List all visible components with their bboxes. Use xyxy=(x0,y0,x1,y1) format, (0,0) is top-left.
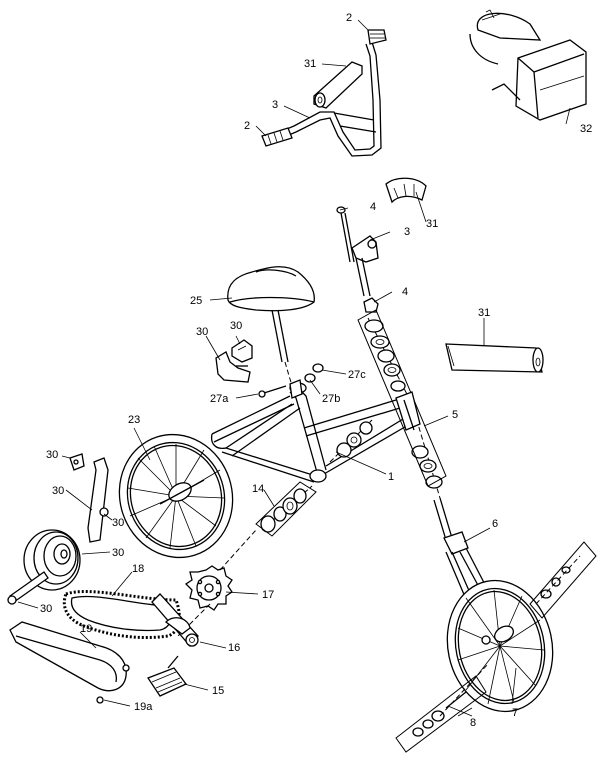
crank-arm xyxy=(151,593,199,648)
callout-2-top: 2 xyxy=(346,12,352,24)
spacer-block xyxy=(231,339,253,363)
callout-17: 17 xyxy=(262,589,274,601)
callout-19a: 19a xyxy=(134,701,153,713)
stem-bolt xyxy=(336,206,355,263)
callout-15: 15 xyxy=(212,685,224,697)
callout-27b: 27b xyxy=(322,393,340,405)
callout-14: 14 xyxy=(252,483,264,495)
callout-27c: 27c xyxy=(348,369,366,381)
handlebar-grip-left xyxy=(261,127,293,147)
stem-clamp xyxy=(351,235,379,297)
chain-guard xyxy=(9,621,130,704)
callout-30-bolt-mid: 30 xyxy=(112,517,124,529)
callout-31-stem-pad: 31 xyxy=(426,218,438,230)
callout-30-bracket: 30 xyxy=(196,326,208,338)
top-tube-pad xyxy=(445,343,544,373)
front-axle-callout-box-upper xyxy=(529,541,597,619)
callout-30-strut: 30 xyxy=(52,485,64,497)
callout-3-handlebar: 3 xyxy=(272,99,278,111)
callout-8: 8 xyxy=(470,717,476,729)
chain-sprocket xyxy=(184,565,233,611)
rear-wheel xyxy=(118,433,234,559)
leader-lines xyxy=(17,19,571,717)
callout-6: 6 xyxy=(492,518,498,530)
pedal xyxy=(147,655,188,697)
callout-19: 19 xyxy=(80,623,92,635)
callout-25: 25 xyxy=(190,295,202,307)
callout-4-nut: 4 xyxy=(402,286,408,298)
chain xyxy=(62,590,181,639)
callout-2-left: 2 xyxy=(244,120,250,132)
stem-pad xyxy=(385,177,427,204)
training-wheel-bracket-upper xyxy=(215,351,251,383)
bottom-bracket-bearings xyxy=(255,419,373,537)
callout-5: 5 xyxy=(452,409,458,421)
handlebar-grip-top xyxy=(367,29,387,45)
callout-18: 18 xyxy=(132,563,144,575)
handlebar-pad xyxy=(313,61,363,109)
headset-callout-bracket xyxy=(357,309,447,487)
training-wheel-strut xyxy=(69,453,109,543)
callout-27a: 27a xyxy=(210,393,229,405)
handlebar xyxy=(281,41,382,157)
callout-30-wheel: 30 xyxy=(112,547,124,559)
callout-1: 1 xyxy=(388,471,394,483)
callout-31-handlebar-pad: 31 xyxy=(304,58,316,70)
front-axle-callout-box-lower xyxy=(395,663,489,753)
front-wheel xyxy=(446,579,554,713)
training-wheel xyxy=(23,529,81,591)
callout-30-axle-bolt: 30 xyxy=(40,603,52,615)
headset-stack xyxy=(364,317,443,499)
frame xyxy=(210,379,421,483)
callout-23: 23 xyxy=(128,414,140,426)
callout-30-plate: 30 xyxy=(46,449,58,461)
callout-32: 32 xyxy=(580,123,592,135)
callout-labels: 2 31 3 2 32 4 31 3 4 25 31 30 30 27c 27a… xyxy=(40,12,592,729)
callout-31-top-tube-pad: 31 xyxy=(478,307,490,319)
callout-3-stem: 3 xyxy=(404,226,410,238)
callout-30-spacer: 30 xyxy=(230,320,242,332)
callout-7: 7 xyxy=(512,707,518,719)
callout-4-bolt: 4 xyxy=(370,201,376,213)
handlebar-basket xyxy=(469,9,587,121)
callout-16: 16 xyxy=(228,642,240,654)
axle-bolt xyxy=(7,571,49,605)
seat xyxy=(227,266,315,397)
